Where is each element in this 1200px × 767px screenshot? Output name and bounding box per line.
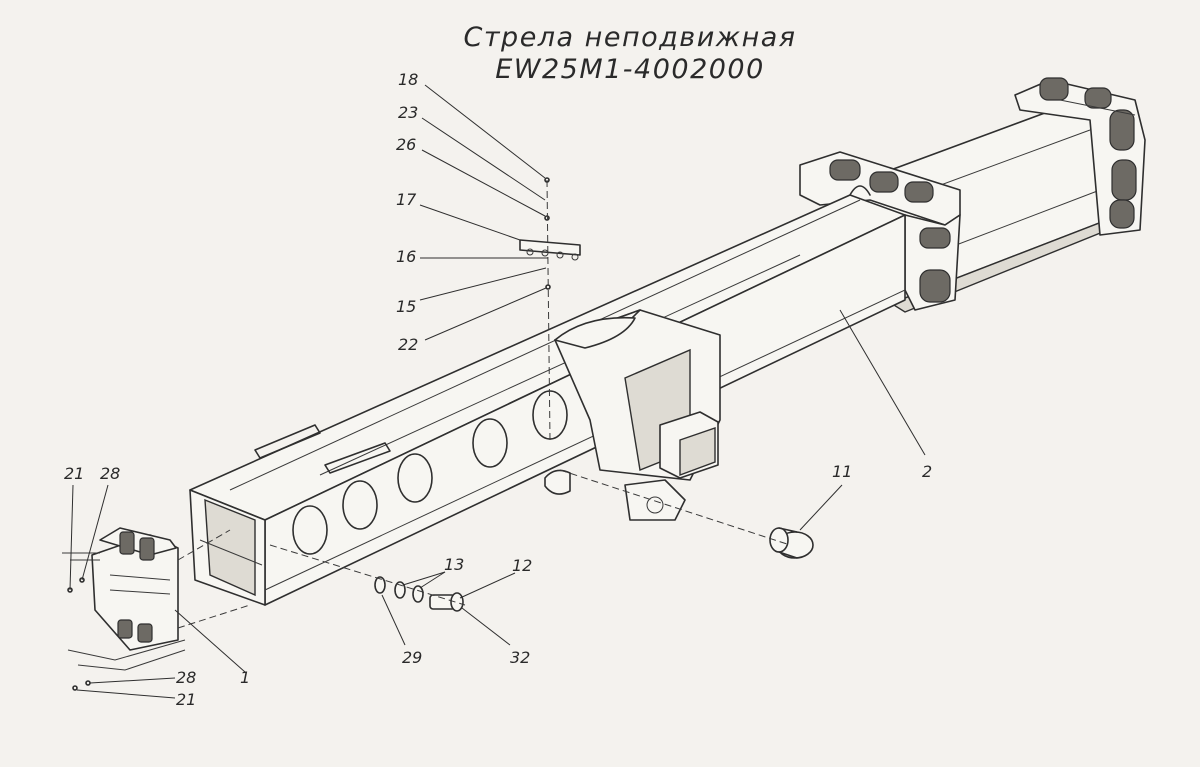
callout-26: 26 bbox=[396, 135, 417, 154]
callout-15: 15 bbox=[396, 297, 417, 316]
callout-16: 16 bbox=[396, 247, 417, 266]
end-guide-assembly bbox=[91, 527, 179, 651]
callout-23: 23 bbox=[398, 103, 419, 122]
callout-2: 2 bbox=[922, 462, 933, 481]
callout-21-bottom: 21 bbox=[176, 690, 197, 709]
callout-28-bottom: 28 bbox=[176, 668, 197, 687]
leader-lines bbox=[69, 84, 926, 699]
front-head-frame bbox=[799, 151, 961, 311]
callout-32: 32 bbox=[510, 648, 531, 667]
title-part-number: EW25M1-4002000 bbox=[495, 54, 765, 85]
pin-12 bbox=[429, 592, 464, 612]
callout-1: 1 bbox=[240, 668, 251, 687]
bushing-11 bbox=[769, 527, 814, 559]
callout-13: 13 bbox=[444, 555, 465, 574]
washer-29 bbox=[374, 576, 386, 594]
roller-plate-17 bbox=[519, 239, 581, 261]
callout-12: 12 bbox=[512, 556, 533, 575]
callout-17: 17 bbox=[396, 190, 417, 209]
drawing-title: Стрела неподвижная EW25M1-4002000 bbox=[420, 22, 840, 86]
callout-28-top: 28 bbox=[100, 464, 121, 483]
callout-21-top: 21 bbox=[64, 464, 85, 483]
callout-11: 11 bbox=[832, 462, 853, 481]
callout-29: 29 bbox=[402, 648, 423, 667]
callout-22: 22 bbox=[398, 335, 419, 354]
callout-18: 18 bbox=[398, 70, 419, 89]
fasteners-21-28-bottom bbox=[72, 680, 91, 691]
assembly-axes bbox=[62, 179, 791, 671]
pivot-bracket bbox=[544, 309, 721, 521]
washers-13 bbox=[394, 581, 424, 603]
title-name: Стрела неподвижная bbox=[463, 22, 797, 53]
rear-head-frame bbox=[1014, 77, 1146, 236]
